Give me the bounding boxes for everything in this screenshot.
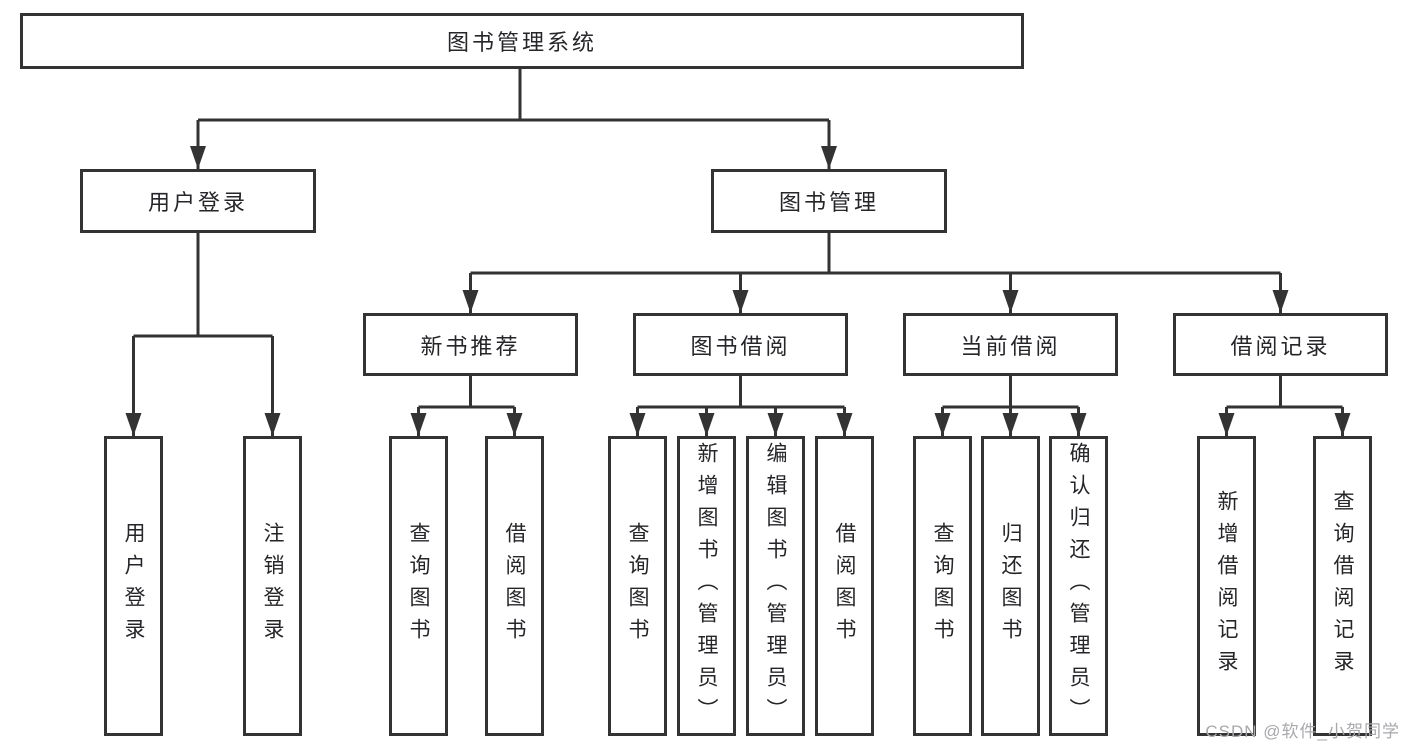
- leaf-add-book-admin-label: 新增图书（管理员）: [695, 442, 718, 730]
- leaf-query-book-current-label: 查询图书: [931, 522, 954, 650]
- leaf-edit-book-admin-label: 编辑图书（管理员）: [764, 442, 787, 730]
- leaf-user-login: 用户登录: [104, 436, 163, 736]
- leaf-borrow-book-recommend: 借阅图书: [485, 436, 544, 736]
- node-borrowing-records: 借阅记录: [1173, 313, 1388, 376]
- leaf-add-book-admin: 新增图书（管理员）: [677, 436, 736, 736]
- leaf-borrow-book-recommend-label: 借阅图书: [503, 522, 526, 650]
- node-current-borrowing: 当前借阅: [903, 313, 1118, 376]
- leaf-logout-login-label: 注销登录: [261, 522, 284, 650]
- leaf-query-book-recommend-label: 查询图书: [407, 522, 430, 650]
- leaf-return-book-label: 归还图书: [999, 522, 1022, 650]
- leaf-add-borrow-record-label: 新增借阅记录: [1215, 490, 1238, 682]
- leaf-logout-login: 注销登录: [243, 436, 302, 736]
- leaf-user-login-label: 用户登录: [122, 522, 145, 650]
- leaf-confirm-return-admin-label: 确认归还（管理员）: [1067, 442, 1090, 730]
- leaf-query-borrow-record: 查询借阅记录: [1313, 436, 1372, 736]
- leaf-query-book-borrowing-label: 查询图书: [626, 522, 649, 650]
- leaf-query-book-recommend: 查询图书: [389, 436, 448, 736]
- node-user-login: 用户登录: [80, 169, 316, 233]
- leaf-query-book-borrowing: 查询图书: [608, 436, 667, 736]
- leaf-borrow-book-label: 借阅图书: [833, 522, 856, 650]
- node-book-management: 图书管理: [711, 169, 947, 233]
- leaf-query-borrow-record-label: 查询借阅记录: [1331, 490, 1354, 682]
- node-book-borrowing: 图书借阅: [633, 313, 848, 376]
- leaf-query-book-current: 查询图书: [913, 436, 972, 736]
- leaf-edit-book-admin: 编辑图书（管理员）: [746, 436, 805, 736]
- csdn-watermark: CSDN @软件_小贺同学: [1205, 722, 1400, 741]
- leaf-confirm-return-admin: 确认归还（管理员）: [1049, 436, 1108, 736]
- node-new-book-recommend: 新书推荐: [363, 313, 578, 376]
- node-library-system: 图书管理系统: [20, 13, 1024, 69]
- leaf-add-borrow-record: 新增借阅记录: [1197, 436, 1256, 736]
- leaf-borrow-book: 借阅图书: [815, 436, 874, 736]
- leaf-return-book: 归还图书: [981, 436, 1040, 736]
